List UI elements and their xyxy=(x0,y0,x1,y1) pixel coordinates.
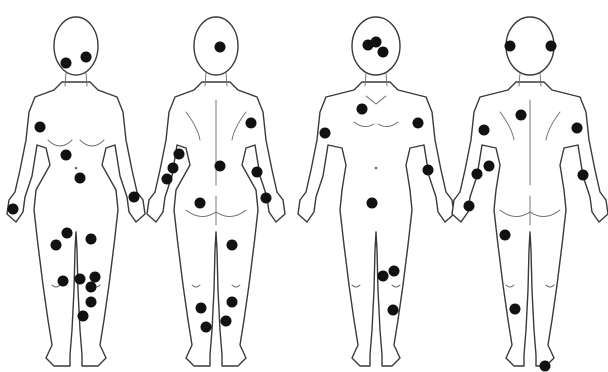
lesion-marker xyxy=(86,234,97,245)
lesion-marker xyxy=(162,174,173,185)
lesion-marker xyxy=(174,149,185,160)
lesion-marker xyxy=(75,173,86,184)
lesion-marker xyxy=(227,240,238,251)
male-front-body-outline xyxy=(298,82,454,366)
lesion-marker xyxy=(578,170,589,181)
lesion-marker xyxy=(246,118,257,129)
lesion-marker xyxy=(168,163,179,174)
female-front-figure xyxy=(7,17,145,366)
lesion-marker xyxy=(51,240,62,251)
female-front-head xyxy=(54,17,98,75)
lesion-marker xyxy=(367,198,378,209)
lesion-marker xyxy=(357,104,368,115)
lesion-marker xyxy=(78,311,89,322)
lesion-marker xyxy=(221,316,232,327)
female-front-navel xyxy=(75,167,78,170)
lesion-marker xyxy=(572,123,583,134)
lesion-marker xyxy=(86,297,97,308)
male-front-figure xyxy=(298,17,454,366)
lesion-marker xyxy=(201,322,212,333)
female-back-figure xyxy=(147,17,285,366)
lesion-marker xyxy=(58,276,69,287)
lesion-marker xyxy=(378,47,389,58)
lesion-marker xyxy=(388,305,399,316)
lesion-marker xyxy=(252,167,263,178)
lesion-marker xyxy=(195,198,206,209)
lesion-marker xyxy=(423,165,434,176)
lesion-marker xyxy=(35,122,46,133)
lesion-marker xyxy=(90,272,101,283)
lesion-marker xyxy=(510,304,521,315)
lesion-marker xyxy=(389,266,400,277)
lesion-marker xyxy=(81,52,92,63)
lesion-marker xyxy=(464,201,475,212)
lesion-marker xyxy=(516,110,527,121)
lesion-marker xyxy=(61,58,72,69)
lesion-marker xyxy=(540,361,551,372)
lesion-marker xyxy=(261,193,272,204)
lesion-marker xyxy=(378,271,389,282)
lesion-marker xyxy=(500,230,511,241)
lesion-marker xyxy=(62,228,73,239)
lesion-marker xyxy=(75,274,86,285)
lesion-marker xyxy=(215,42,226,53)
lesion-marker xyxy=(86,282,97,293)
lesion-marker xyxy=(472,169,483,180)
lesion-marker xyxy=(484,161,495,172)
male-back-figure xyxy=(452,17,608,366)
lesion-marker xyxy=(320,128,331,139)
lesion-marker xyxy=(371,37,382,48)
lesion-marker xyxy=(196,303,207,314)
lesion-marker xyxy=(227,297,238,308)
lesion-marker xyxy=(413,118,424,129)
lesion-marker xyxy=(479,125,490,136)
lesion-marker xyxy=(61,150,72,161)
lesion-marker xyxy=(546,41,557,52)
lesion-marker xyxy=(8,204,19,215)
lesion-marker xyxy=(129,192,140,203)
female-front-body-outline xyxy=(7,82,145,366)
male-front-navel xyxy=(375,167,378,170)
lesion-marker xyxy=(215,161,226,172)
lesion-marker xyxy=(505,41,516,52)
